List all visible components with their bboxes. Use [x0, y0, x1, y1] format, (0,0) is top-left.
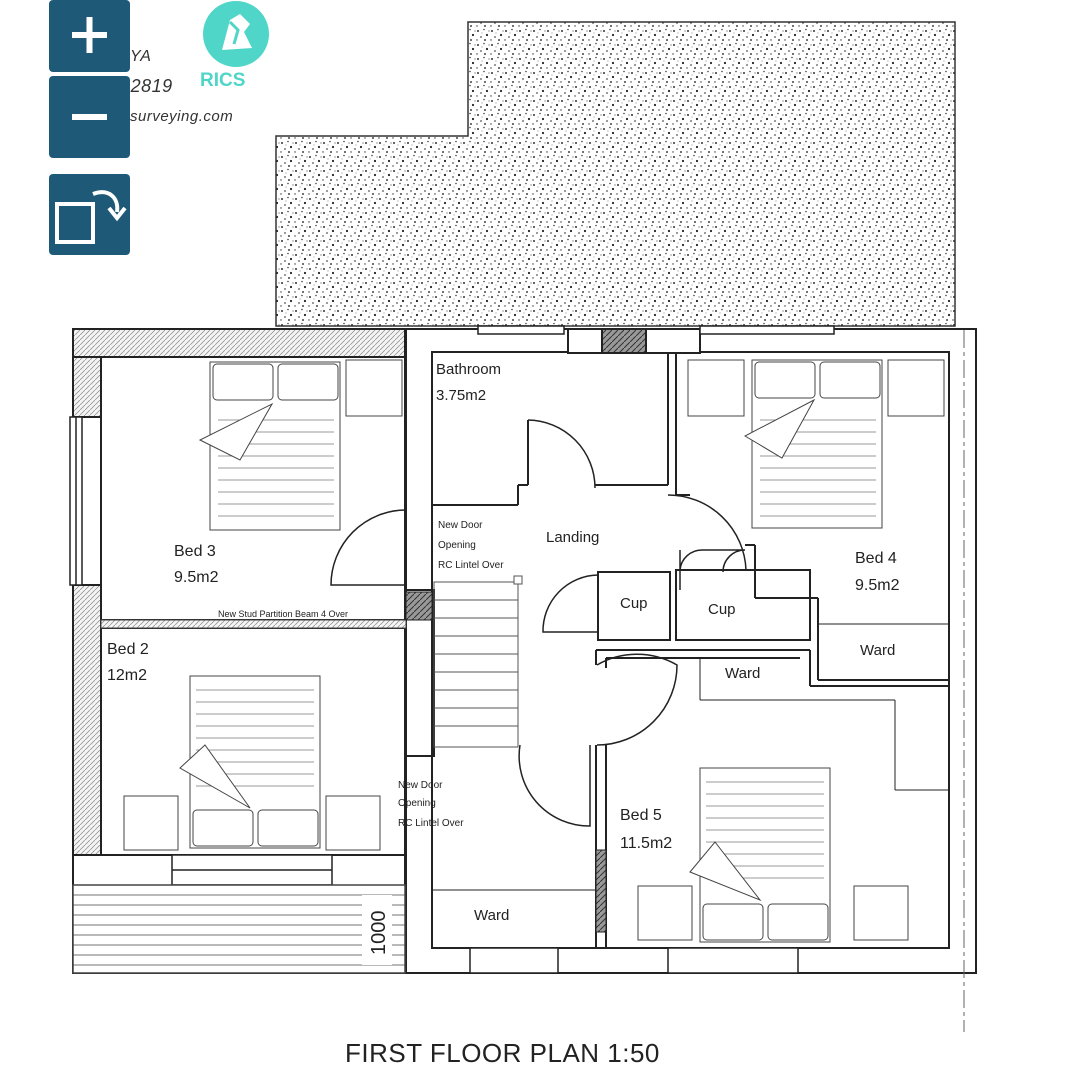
- ward-mid-label: Ward: [725, 665, 760, 682]
- ward-bottom-label: Ward: [474, 907, 509, 924]
- walls: [72, 328, 977, 974]
- door2-note-1: New Door: [398, 780, 443, 791]
- ward-bed4-label: Ward: [860, 642, 895, 659]
- dimension-box: [362, 895, 392, 965]
- bed2-area: 12m2: [107, 667, 147, 684]
- landing-label: Landing: [546, 529, 599, 546]
- rotate-button[interactable]: [49, 174, 130, 255]
- door1-note-2: Opening: [438, 540, 476, 551]
- windows: [69, 325, 835, 974]
- plus-icon: [72, 17, 107, 53]
- bathroom-area: 3.75m2: [436, 387, 486, 404]
- rics-logo-icon: [203, 1, 269, 67]
- furniture: [123, 359, 945, 943]
- bed3-label: Bed 3: [174, 543, 216, 560]
- door1-note-3: RC Lintel Over: [438, 560, 504, 571]
- zoom-out-button[interactable]: [49, 76, 130, 158]
- bed-lines: [196, 419, 876, 879]
- gravel-area: [275, 21, 956, 327]
- rotate-icon: [55, 190, 127, 244]
- door-swings: [330, 419, 747, 827]
- zoom-in-button[interactable]: [49, 0, 130, 72]
- door1-note-1: New Door: [438, 520, 483, 531]
- wall-pier: [405, 591, 433, 621]
- cup1-label: Cup: [620, 595, 648, 612]
- bed3-area: 9.5m2: [174, 569, 219, 586]
- construction-notes: New Door Opening RC Lintel Over New Door…: [218, 520, 504, 829]
- header-web: surveying.com: [130, 108, 234, 125]
- dimension-label: 1000: [368, 911, 390, 956]
- door2-note-2: Opening: [398, 798, 436, 809]
- door2-note-3: RC Lintel Over: [398, 818, 464, 829]
- bed5-area: 11.5m2: [620, 835, 672, 852]
- bed5-label: Bed 5: [620, 807, 662, 824]
- header-line-2: YA: [130, 48, 152, 65]
- staircase: [433, 575, 523, 748]
- bed4-area: 9.5m2: [855, 577, 900, 594]
- decking: [72, 884, 406, 974]
- bathroom-label: Bathroom: [436, 361, 501, 378]
- partition-hatch: [100, 619, 407, 629]
- bed2-label: Bed 2: [107, 641, 149, 658]
- cup2-label: Cup: [708, 601, 736, 618]
- room-labels: Bathroom 3.75m2 Bed 3 9.5m2 Bed 4 9.5m2 …: [107, 361, 900, 924]
- bed4-label: Bed 4: [855, 550, 897, 567]
- wall-pier-bed5: [595, 849, 607, 933]
- bed-folds: [179, 398, 816, 902]
- partition-note: New Stud Partition Beam 4 Over: [218, 609, 348, 619]
- minus-icon: [72, 114, 107, 120]
- rics-logo-text: RICS: [200, 70, 246, 91]
- plan-title: FIRST FLOOR PLAN 1:50: [345, 1038, 660, 1068]
